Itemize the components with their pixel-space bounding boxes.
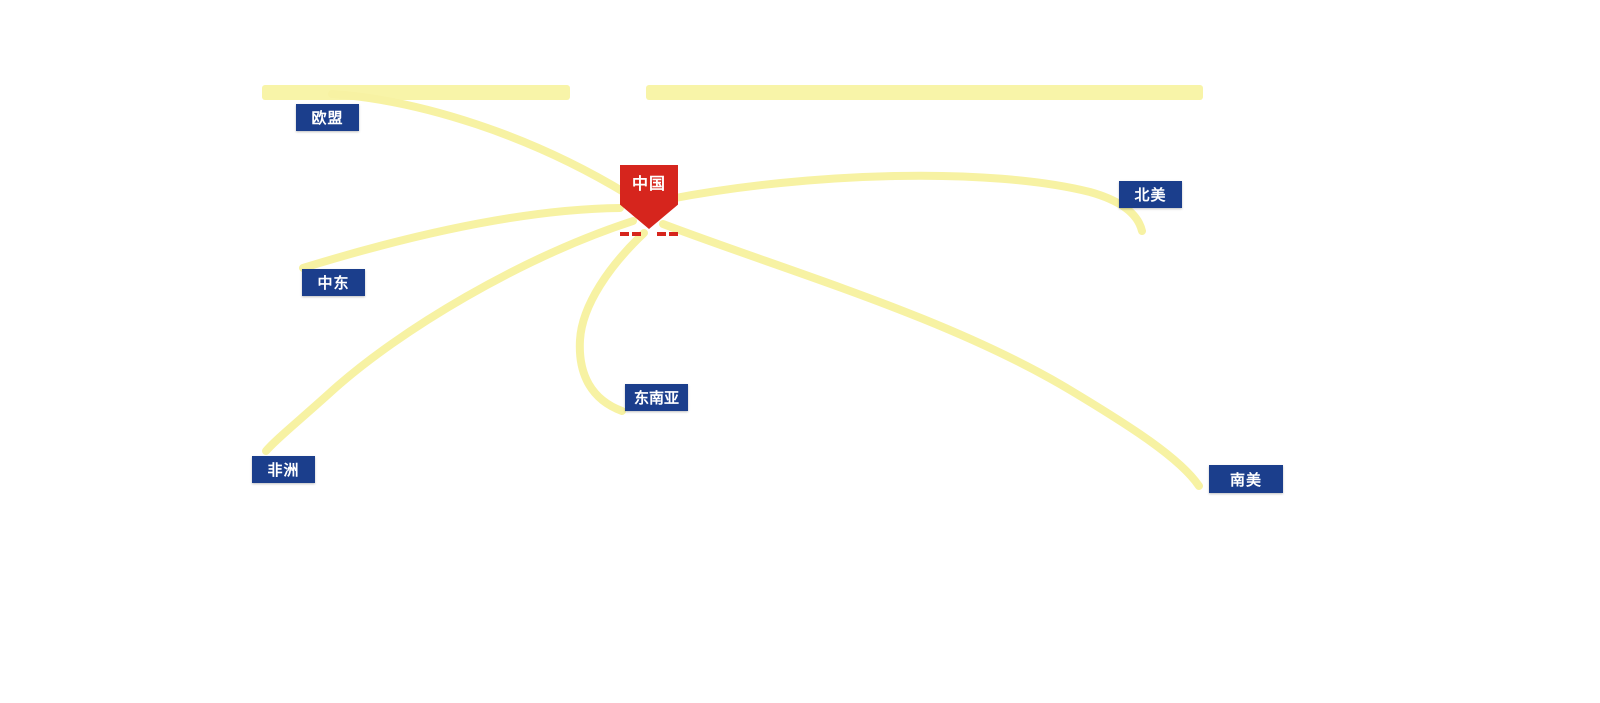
region-label-north-america: 北美 — [1119, 181, 1182, 208]
route-middle-east — [299, 204, 624, 272]
region-label-south-america: 南美 — [1209, 465, 1283, 493]
center-pin-dashes — [620, 232, 678, 236]
region-label-eu: 欧盟 — [296, 104, 359, 131]
region-label-southeast-asia: 东南亚 — [625, 384, 688, 411]
region-label-africa: 非洲 — [252, 456, 315, 483]
top-bar-right-segment — [646, 85, 1203, 100]
center-node-label: 中国 — [631, 176, 666, 193]
route-africa — [262, 217, 637, 455]
route-eu — [328, 90, 631, 198]
route-southeast-asia — [575, 229, 648, 415]
route-south-america — [659, 220, 1203, 490]
center-node-china: 中国 — [620, 165, 678, 229]
top-bar-left-segment — [262, 85, 570, 100]
region-label-middle-east: 中东 — [302, 269, 365, 296]
route-north-america — [666, 171, 1146, 235]
